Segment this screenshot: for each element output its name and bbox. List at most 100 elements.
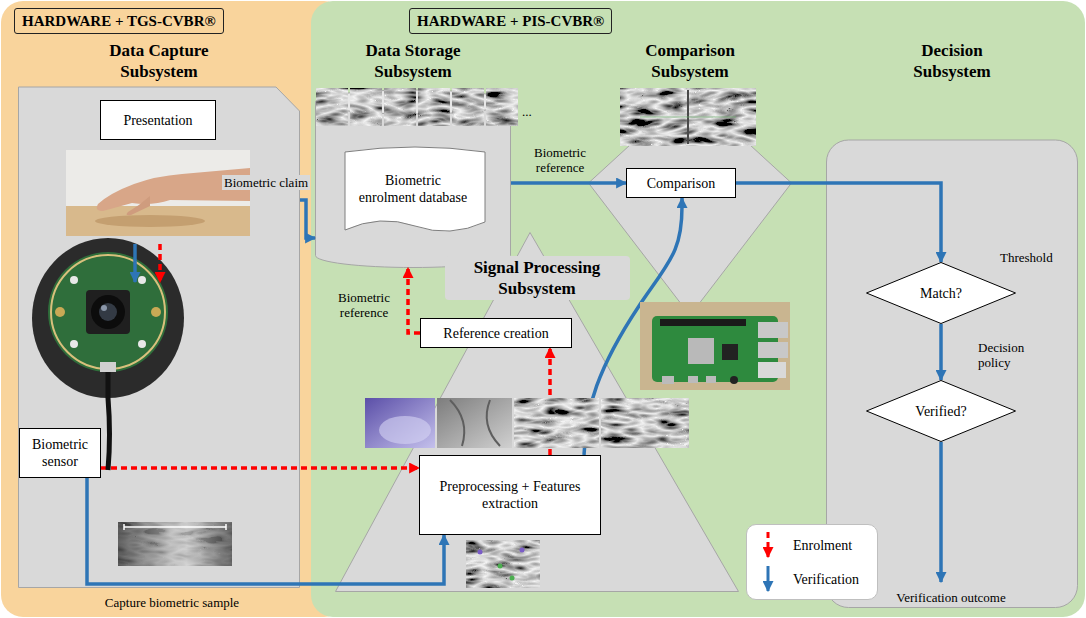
edge-label-holder: Biometric reference: [524, 145, 596, 175]
sensor-box: Biometric sensor: [19, 428, 101, 478]
label-holder: Verification outcome: [884, 590, 1018, 605]
subsystem-heading: Decision Subsystem: [887, 40, 1017, 84]
feature-image: [498, 564, 503, 569]
column-shape: [19, 87, 300, 588]
hand-photo: [66, 206, 250, 236]
hardware-panel: HARDWARE + PIS-CVBR® Data Storage Subsyst…: [311, 1, 1085, 617]
processing-stage-images: [514, 398, 599, 448]
enrolled-template-strip: [418, 88, 450, 126]
raspberry-pi-photo: [688, 376, 698, 383]
enrolled-template-strip: [486, 88, 518, 126]
sensor-photo: [55, 307, 65, 317]
subsystem-column: Decision SubsystemMatch? Verified?: [826, 40, 1078, 608]
processing-stage-images: [365, 398, 435, 448]
cylinder-shape: [345, 147, 485, 231]
processing-stage-images: [365, 398, 689, 448]
sensor-photo: [91, 295, 125, 329]
legend-swatch: [755, 530, 781, 560]
hand-photo: [95, 215, 205, 227]
processing-triangle: Signal Processing SubsystemReference cre…: [335, 232, 739, 592]
processing-stage-images: [601, 398, 689, 448]
store-label: Biometric enrolment database: [357, 172, 470, 206]
diamond-shape: [867, 263, 1016, 324]
enrolled-template-strip: [350, 88, 382, 126]
label-holder: Biometric claim: [222, 175, 310, 190]
process-box: Reference creation: [420, 318, 572, 348]
hand-photo: [127, 196, 150, 215]
column-shape: [826, 40, 1078, 608]
feature-image: [466, 540, 540, 588]
sensor-photo: [70, 340, 78, 348]
subsystem-heading: Comparison Subsystem: [625, 40, 755, 84]
sensor-photo: [86, 290, 130, 334]
hardware-panel: HARDWARE + TGS-CVBR® Data Capture Subsyst…: [1, 1, 346, 617]
raspberry-pi-photo: [640, 302, 790, 390]
legend-label: Enrolment: [793, 537, 852, 554]
feature-image: [466, 540, 540, 588]
flow-arrows: [133, 244, 137, 282]
captured-sample-image: [123, 524, 125, 530]
sensor-photo: [70, 276, 78, 284]
captured-sample-image: [225, 524, 227, 530]
panel-ground: [1, 1, 346, 617]
subsystem-column: Data Capture SubsystemPresentationBiomet…: [18, 40, 300, 588]
raspberry-pi-photo: [640, 302, 790, 390]
legend-swatch: [755, 564, 781, 594]
subsystem-heading: Data Storage Subsystem: [348, 40, 478, 84]
panel-heading: HARDWARE + PIS-CVBR®: [409, 8, 612, 34]
box-label: Reference creation: [443, 325, 548, 342]
process-box: Presentation: [100, 100, 216, 140]
raspberry-pi-photo: [662, 376, 674, 384]
feature-image: [520, 548, 525, 553]
caption-label: Capture biometric sample: [92, 595, 252, 610]
note-label: Decision policy: [978, 340, 1040, 370]
store-cylinder: Data Storage SubsystemBiometric enrolmen…: [315, 40, 511, 268]
label-holder: Capture biometric sample: [92, 595, 252, 610]
enrolled-template-strip: [452, 88, 484, 126]
raspberry-pi-photo: [722, 344, 738, 360]
panel-ground: [311, 1, 1085, 617]
edge-label: Biometric reference: [328, 290, 400, 320]
process-box: Comparison: [626, 168, 736, 198]
raspberry-pi-photo: [758, 362, 786, 378]
sensor-photo: [108, 372, 110, 470]
subsystem-heading: Signal Processing Subsystem: [445, 256, 630, 300]
raspberry-pi-photo: [660, 319, 746, 326]
legend-arrow: [767, 532, 770, 557]
panel-heading: HARDWARE + TGS-CVBR®: [14, 8, 224, 34]
processing-stage-images: [379, 416, 431, 444]
raspberry-pi-photo: [758, 342, 788, 358]
legend-row: Enrolment: [755, 528, 869, 562]
edge-label: Biometric reference: [524, 145, 596, 175]
decision-diamond: Verified?: [866, 380, 1016, 442]
raspberry-pi-photo: [688, 338, 714, 364]
raspberry-pi-photo: [758, 322, 788, 338]
box-label: Comparison: [647, 175, 715, 192]
edge-label-holder: Biometric reference: [328, 290, 400, 320]
outcome-label: Verification outcome: [884, 590, 1018, 605]
label-holder: Threshold: [1000, 250, 1053, 265]
captured-sample-image: [124, 526, 226, 528]
box-label: Match?: [920, 285, 962, 302]
box-label: Presentation: [123, 112, 192, 129]
enrolled-template-strip: [316, 88, 348, 126]
feature-image: [478, 550, 483, 555]
comparison-image: [640, 117, 736, 118]
feature-image: [510, 576, 515, 581]
legend-label: Verification: [793, 571, 859, 588]
comparison-image: [620, 88, 756, 146]
cylinder-shape: [316, 90, 511, 114]
label-holder: Decision policy: [978, 340, 1040, 370]
panel-ground: [1, 1, 346, 617]
box-label: Preprocessing + Features extraction: [425, 478, 595, 512]
processing-stage-images: [437, 398, 512, 448]
flow-arrows: [939, 442, 943, 582]
sensor-photo: [101, 305, 107, 311]
subsystem-heading: Data Capture Subsystem: [94, 40, 224, 84]
captured-sample-image: [118, 522, 232, 566]
cylinder-shape: [316, 102, 511, 268]
process-box: Preprocessing + Features extraction: [419, 455, 601, 535]
